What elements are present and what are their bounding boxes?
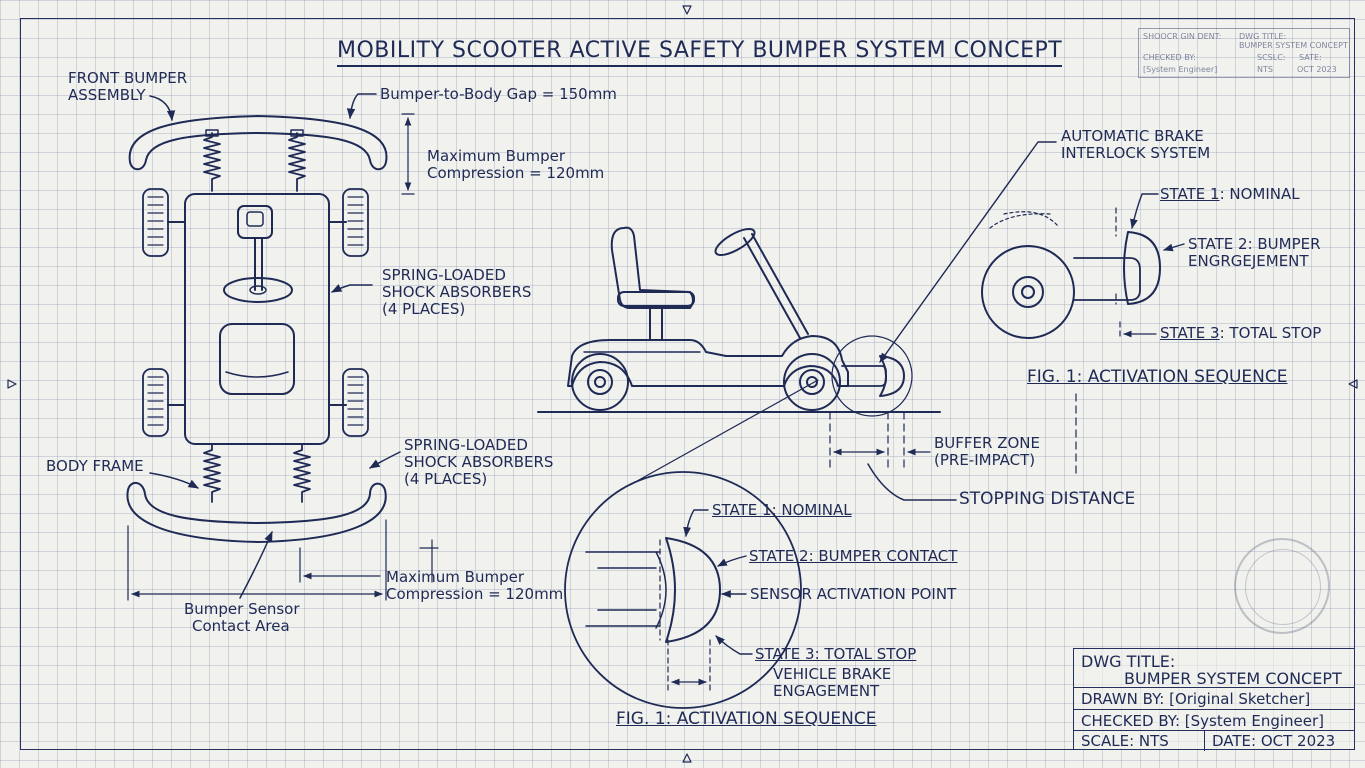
wheels-top-view — [142, 188, 369, 437]
spring-rear-right — [293, 443, 311, 503]
mini-title-block: SHOOCR GIN DENT: DWG TITLE: BUMPER SYSTE… — [1138, 28, 1350, 78]
brake-interlock-label: AUTOMATIC BRAKE — [1061, 127, 1204, 145]
approval-stamp — [1234, 538, 1330, 634]
front-bumper-label-2: ASSEMBLY — [68, 86, 146, 104]
tb-dwg-value: BUMPER SYSTEM CONCEPT — [1124, 669, 1342, 688]
shock-top-label-2: SHOCK ABSORBERS — [382, 283, 532, 301]
detail-sensor-label: SENSOR ACTIVATION POINT — [750, 585, 957, 603]
sensor-area-label: Bumper Sensor — [184, 600, 300, 618]
sequence-bumper — [1123, 231, 1161, 305]
front-bumper — [128, 115, 388, 171]
seat-top-view — [219, 323, 295, 395]
detail-state3-label: STATE 3: TOTAL STOP — [755, 645, 917, 663]
stopping-distance-label: STOPPING DISTANCE — [959, 489, 1136, 509]
seq-state1-label: STATE 1: NOMINAL — [1160, 185, 1300, 203]
buffer-zone-label: BUFFER ZONE — [934, 434, 1040, 452]
tiller-side — [743, 233, 809, 339]
front-bumper-label: FRONT BUMPER — [68, 69, 188, 87]
body-frame-label: BODY FRAME — [46, 457, 144, 475]
steering-wheel — [223, 277, 293, 303]
rear-wheel — [571, 353, 629, 411]
front-wheel — [783, 353, 841, 411]
tb-checked-row: CHECKED BY: [System Engineer] — [1074, 709, 1354, 731]
tiller-head — [237, 205, 273, 239]
detail-circle — [564, 471, 802, 709]
shock-bottom-label-3: (4 PLACES) — [404, 470, 488, 488]
detail-caption: FIG. 1: ACTIVATION SEQUENCE — [616, 709, 877, 729]
gap-label: Bumper-to-Body Gap = 150mm — [380, 85, 617, 103]
top-view — [126, 93, 439, 601]
seq-state3-label: STATE 3: TOTAL STOP — [1160, 324, 1322, 342]
sensor-area-label-2: Contact Area — [192, 617, 290, 635]
seq-state2-label: STATE 2: BUMPER — [1188, 235, 1321, 253]
tb-scale: SCALE: NTS — [1081, 732, 1169, 750]
detail-state1-label: STATE 1: NOMINAL — [712, 501, 852, 519]
compression-top-label-2: Compression = 120mm — [427, 164, 605, 182]
tb-dwg-label: DWG TITLE: — [1081, 652, 1176, 671]
shock-bottom-label: SPRING-LOADED — [404, 436, 528, 454]
body-frame — [184, 193, 330, 445]
buffer-zone-label-2: (PRE-IMPACT) — [934, 451, 1036, 469]
shock-top-label-3: (4 PLACES) — [382, 300, 466, 318]
detail-bumper — [665, 537, 721, 643]
scooter-body — [567, 335, 849, 387]
seq-state2-label-2: ENGRGEJEMENT — [1188, 252, 1309, 270]
rear-bumper — [126, 482, 387, 543]
spring-rear-left — [203, 443, 221, 503]
tb-drawn-by: DRAWN BY: [Original Sketcher] — [1081, 690, 1311, 708]
seat-side-view — [610, 226, 694, 309]
handlebar — [714, 228, 756, 256]
side-view — [537, 141, 1077, 501]
side-bumper — [879, 355, 905, 397]
shock-top-label: SPRING-LOADED — [382, 266, 506, 284]
tb-checked-by: CHECKED BY: [System Engineer] — [1081, 712, 1325, 730]
detail-brake-label-2: ENGAGEMENT — [773, 682, 880, 700]
sequence-wheel — [981, 245, 1075, 339]
brake-interlock-label-2: INTERLOCK SYSTEM — [1061, 144, 1211, 162]
compression-bottom-label-2: Compression = 120mm — [386, 585, 564, 603]
detail-state2-label: STATE 2: BUMPER CONTACT — [749, 547, 958, 565]
tb-drawn-row: DRAWN BY: [Original Sketcher] — [1074, 687, 1354, 709]
compression-top-label: Maximum Bumper — [427, 147, 566, 165]
tb-date: DATE: OCT 2023 — [1212, 732, 1336, 750]
compression-bottom-label: Maximum Bumper — [386, 568, 525, 586]
seq-caption: FIG. 1: ACTIVATION SEQUENCE — [1027, 367, 1288, 387]
center-markers — [7, 5, 1358, 763]
spring-front-left — [203, 132, 221, 192]
tb-scale-row: SCALE: NTS DATE: OCT 2023 — [1074, 730, 1354, 751]
detail-brake-label: VEHICLE BRAKE — [773, 665, 892, 683]
title-block: DWG TITLE: BUMPER SYSTEM CONCEPT DRAWN B… — [1073, 648, 1355, 751]
detail-view — [564, 471, 802, 709]
sequence-right — [981, 193, 1185, 339]
drawing-border — [20, 18, 1355, 750]
spring-front-right — [288, 132, 306, 192]
shock-bottom-label-2: SHOCK ABSORBERS — [404, 453, 554, 471]
drawing-title: MOBILITY SCOOTER ACTIVE SAFETY BUMPER SY… — [337, 38, 1063, 67]
